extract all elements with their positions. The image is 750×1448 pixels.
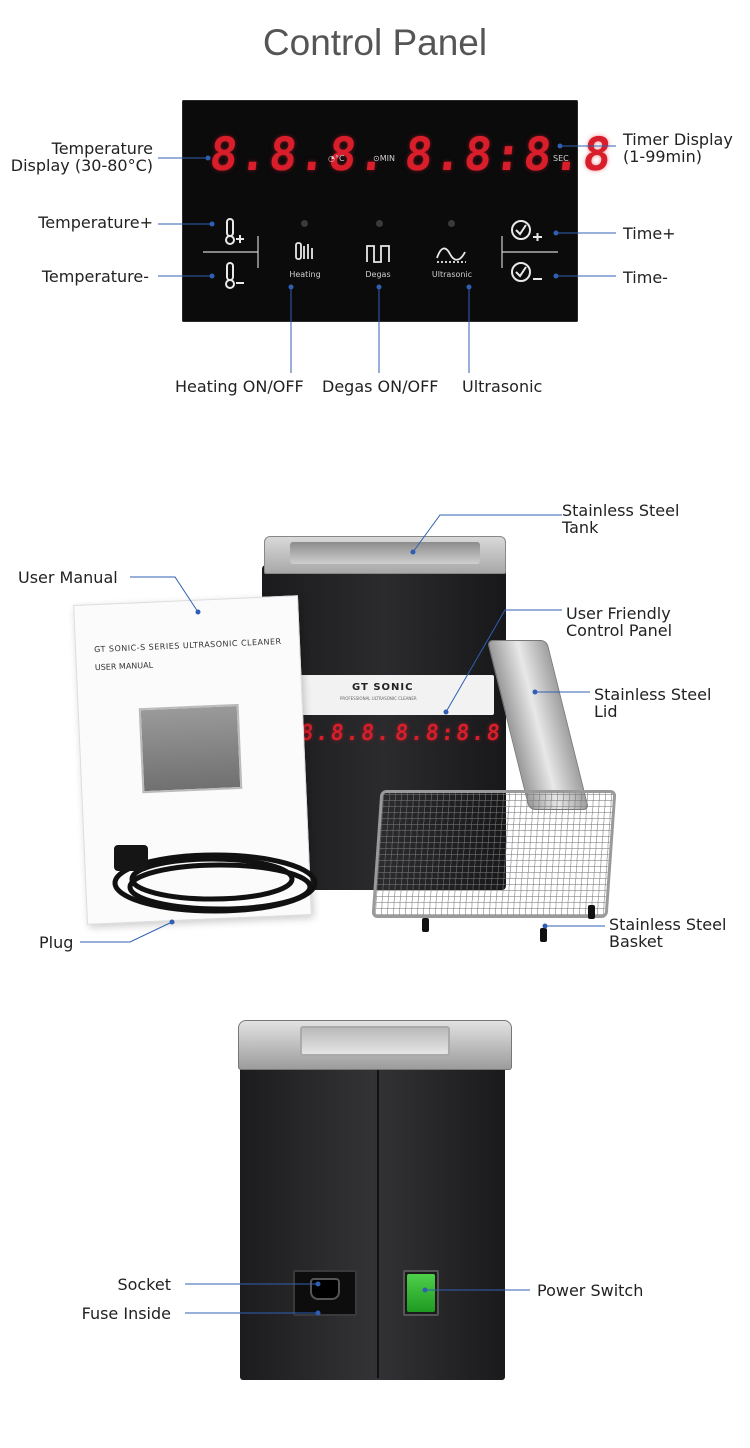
basket-leg <box>588 905 595 919</box>
tank-back-rim <box>238 1020 512 1070</box>
plug-callout: Plug <box>39 933 74 952</box>
tank-opening <box>290 542 480 564</box>
time-minus-icon[interactable] <box>511 262 542 282</box>
ultrasonic-icon[interactable] <box>436 247 466 263</box>
tank-seam <box>377 1068 379 1378</box>
degas-led <box>376 220 383 227</box>
control-panel-callout: User Friendly Control Panel <box>566 604 673 640</box>
power-switch-callout: Power Switch <box>537 1281 644 1300</box>
temperature-plus-callout: Temperature+ <box>38 213 153 232</box>
socket-callout: Socket <box>117 1275 171 1294</box>
time-plus-icon[interactable] <box>511 220 542 241</box>
celsius-unit: ◔°C <box>328 154 345 163</box>
heating-icon[interactable] <box>295 242 313 260</box>
temperature-plus-icon[interactable] <box>225 218 244 245</box>
timer-display-callout: Timer Display (1-99min) <box>623 130 733 166</box>
degas-panel-label: Degas <box>365 270 391 279</box>
sec-label: SEC <box>553 154 569 163</box>
brand-subtitle: PROFESSIONAL ULTRASONIC CLEANER <box>340 696 417 701</box>
heating-led <box>301 220 308 227</box>
brand-name: GT SONIC <box>352 682 414 693</box>
degas-icon[interactable] <box>366 245 390 263</box>
temperature-display-callout: Temperature Display (30-80°C) <box>10 139 153 175</box>
min-label: ⊙MIN <box>373 154 395 163</box>
time-plus-callout: Time+ <box>623 224 676 243</box>
fuse-callout: Fuse Inside <box>81 1304 171 1323</box>
heating-panel-label: Heating <box>289 270 321 279</box>
ultrasonic-callout: Ultrasonic <box>462 377 543 396</box>
thermometer-icon: ◔ <box>328 154 335 163</box>
section-title: Control Panel <box>262 22 488 63</box>
basket-callout: Stainless Steel Basket <box>609 915 727 951</box>
tank-callout: Stainless Steel Tank <box>562 501 680 537</box>
ultrasonic-led <box>448 220 455 227</box>
temperature-minus-callout: Temperature- <box>41 267 149 286</box>
power-switch[interactable] <box>407 1274 435 1312</box>
clock-icon: ⊙ <box>373 154 380 163</box>
basket-leg <box>540 928 547 942</box>
tank-back-opening <box>300 1026 450 1056</box>
time-minus-callout: Time- <box>623 268 668 287</box>
heating-onoff-callout: Heating ON/OFF <box>175 377 304 396</box>
basket-leg <box>422 918 429 932</box>
lid-callout: Stainless Steel Lid <box>594 685 712 721</box>
power-socket <box>293 1270 357 1316</box>
bracket-right <box>501 236 558 268</box>
cleaner-tank-back <box>240 1065 505 1380</box>
power-cord-plug <box>112 845 318 914</box>
temperature-minus-icon[interactable] <box>225 262 244 289</box>
degas-onoff-callout: Degas ON/OFF <box>322 377 439 396</box>
user-manual-callout: User Manual <box>18 568 118 587</box>
brand-strip <box>298 675 494 715</box>
bracket-left <box>203 236 259 268</box>
ultrasonic-panel-label: Ultrasonic <box>431 270 473 279</box>
